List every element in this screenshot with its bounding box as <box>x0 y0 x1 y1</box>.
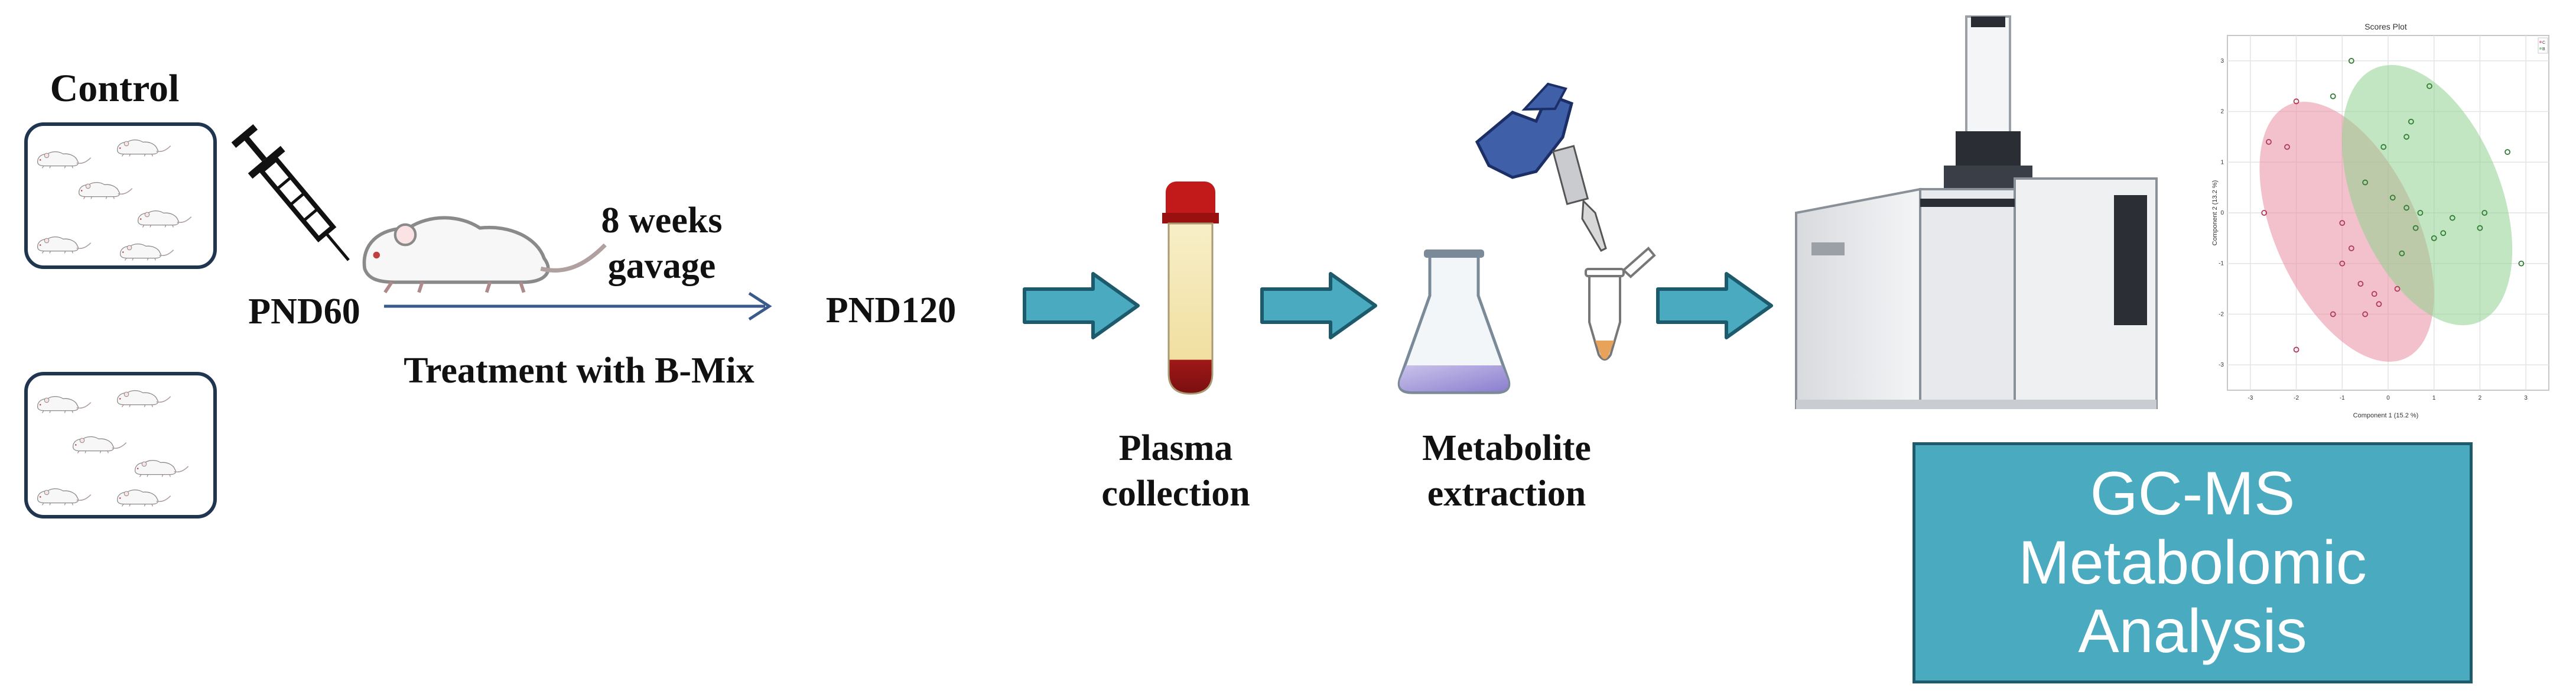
data-point-b <box>2412 225 2419 231</box>
treatment-group <box>24 372 217 518</box>
data-point-b <box>2403 205 2409 211</box>
gcms-box-line3: Analysis <box>2078 597 2307 666</box>
data-point-c <box>2330 311 2336 317</box>
x-tick-label: 3 <box>2524 395 2528 401</box>
gcms-box-line2: Metabolomic <box>2018 528 2367 597</box>
data-point-c <box>2293 98 2299 105</box>
legend-entry-c: C <box>2542 41 2545 45</box>
data-point-b <box>2505 149 2510 155</box>
gcms-instrument-icon <box>1795 15 2158 409</box>
flask-icon <box>1397 249 1511 394</box>
data-point-c <box>2371 291 2377 297</box>
data-point-c <box>2362 311 2369 317</box>
y-tick-label: 0 <box>2220 210 2224 216</box>
y-tick-label: -2 <box>2219 311 2224 317</box>
data-point-b <box>2518 260 2525 267</box>
data-point-b <box>2380 144 2387 150</box>
flow-arrow <box>1262 274 1375 338</box>
data-point-b <box>2431 235 2437 241</box>
x-tick-label: 1 <box>2432 395 2436 401</box>
plot-legend: C B <box>2538 37 2548 54</box>
data-point-b <box>2449 215 2455 221</box>
timeline-arrow <box>384 291 772 321</box>
group-b-ellipse <box>2341 64 2513 326</box>
flow-arrow <box>1024 274 1138 338</box>
data-point-c <box>2261 210 2268 216</box>
duration-label-line2: gavage <box>607 246 716 286</box>
flow-arrow <box>1658 274 1771 338</box>
y-tick-label: 2 <box>2220 109 2224 115</box>
data-point-b <box>2417 210 2424 216</box>
data-point-c <box>2284 144 2290 150</box>
treatment-label: Treatment with B-Mix <box>404 351 754 391</box>
data-point-b <box>2389 195 2396 201</box>
data-point-b <box>2481 210 2488 216</box>
data-point-b <box>2440 230 2447 236</box>
microtube-icon <box>1585 247 1656 361</box>
duration-label-line1: 8 weeks <box>601 200 723 241</box>
y-axis-label: Component 2 (13.2 %) <box>2211 180 2219 246</box>
data-point-c <box>2348 245 2354 251</box>
data-point-b <box>2427 83 2432 89</box>
pipette-icon <box>1475 82 1607 252</box>
x-tick-label: 2 <box>2479 395 2482 401</box>
data-point-b <box>2362 179 2369 186</box>
data-point-b <box>2330 93 2336 99</box>
control-group <box>24 122 217 269</box>
metabolite-label-line2: extraction <box>1427 474 1586 514</box>
x-tick-label: -1 <box>2340 395 2345 401</box>
data-point-c <box>2339 260 2346 267</box>
syringe-icon <box>231 124 350 261</box>
x-axis-label: Component 1 (15.2 %) <box>2353 412 2419 419</box>
plot-ticks: -3 -2 -1 0 1 2 3 3 2 1 0 -1 -2 -3 <box>2219 58 2528 401</box>
data-point-b <box>2399 250 2405 257</box>
y-tick-label: 1 <box>2220 159 2224 166</box>
control-label: Control <box>50 67 180 110</box>
x-tick-label: 0 <box>2386 395 2390 401</box>
x-tick-label: -2 <box>2294 395 2299 401</box>
pnd60-label: PND60 <box>248 291 360 332</box>
metabolite-label-line1: Metabolite <box>1422 428 1591 468</box>
y-tick-label: -1 <box>2219 261 2224 267</box>
y-tick-label: 3 <box>2220 58 2224 64</box>
legend-entry-b: B <box>2542 47 2545 51</box>
data-point-b <box>2408 118 2414 125</box>
data-point-b <box>2348 57 2354 64</box>
gcms-box-line1: GC-MS <box>2090 459 2295 529</box>
y-tick-label: -3 <box>2219 362 2224 368</box>
data-point-c <box>2339 220 2346 226</box>
data-point-c <box>2293 346 2299 353</box>
plot-points <box>2261 57 2525 353</box>
data-point-c <box>2266 139 2272 145</box>
blood-tube-icon <box>1162 182 1219 395</box>
data-point-b <box>2477 225 2483 231</box>
gcms-analysis-box: GC-MS Metabolomic Analysis <box>1913 442 2473 683</box>
data-point-b <box>2403 134 2409 140</box>
data-point-c <box>2376 301 2382 307</box>
x-tick-label: -3 <box>2248 395 2253 401</box>
scores-plot: Scores Plot Component 1 (15.2 %) Compone… <box>2209 18 2559 421</box>
plasma-label-line2: collection <box>1101 474 1250 514</box>
plasma-label-line1: Plasma <box>1118 428 1233 468</box>
plot-title: Scores Plot <box>2364 22 2407 31</box>
data-point-c <box>2357 281 2364 287</box>
data-point-c <box>2394 286 2401 292</box>
pnd120-label: PND120 <box>825 290 957 330</box>
